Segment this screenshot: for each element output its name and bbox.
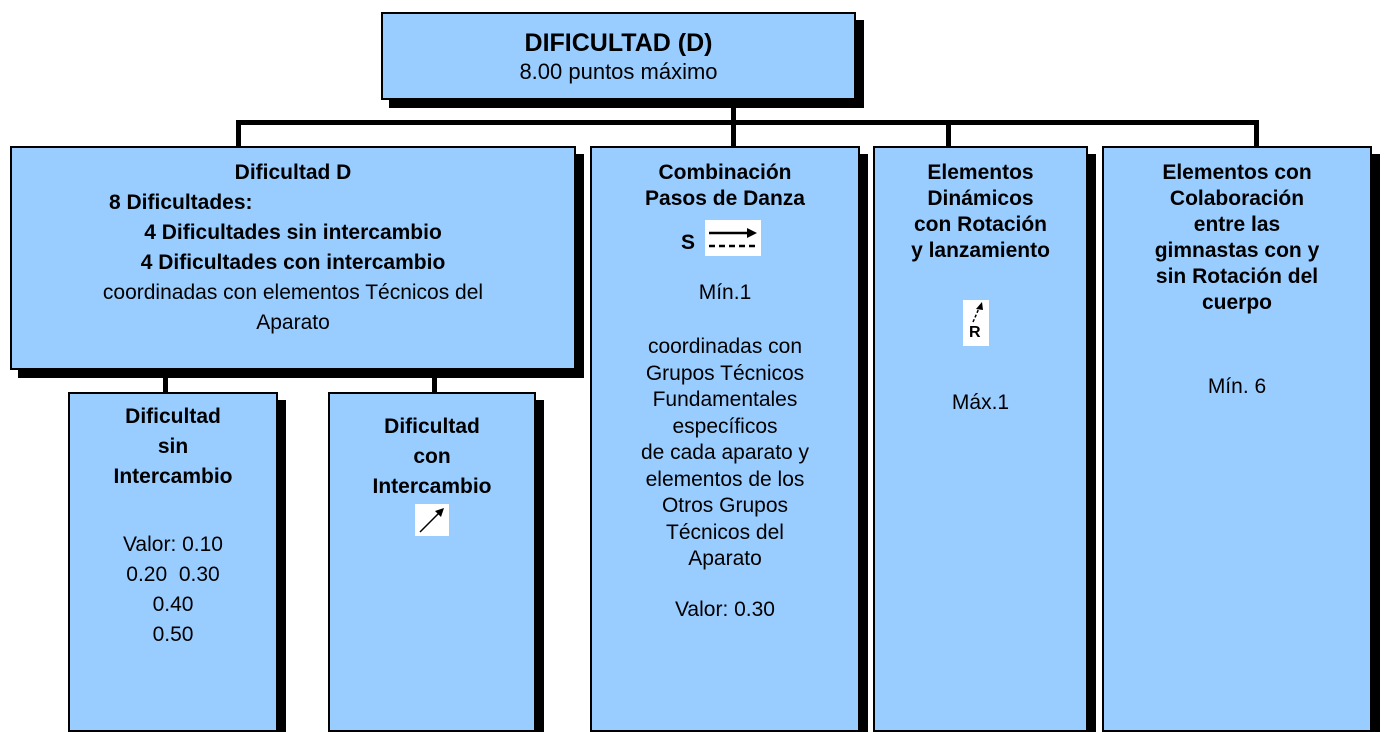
dificultad-d-sin: 4 Dificultades sin intercambio bbox=[144, 221, 442, 244]
dinamicos-title-2: Dinámicos bbox=[927, 187, 1034, 210]
combinacion-body-line: Fundamentales bbox=[652, 388, 798, 411]
connector-sub-left bbox=[163, 372, 168, 392]
dance-steps-arrow-icon bbox=[705, 220, 761, 256]
connector-drop-4 bbox=[1254, 120, 1259, 146]
sin-title-2: sin bbox=[157, 435, 189, 458]
dificultad-d-con: 4 Dificultades con intercambio bbox=[140, 251, 446, 274]
dificultad-d-coordinadas: coordinadas con elementos Técnicos del bbox=[102, 281, 484, 304]
sin-value-2: 0.20 0.30 bbox=[126, 563, 220, 586]
connector-horizontal bbox=[236, 120, 1259, 125]
combinacion-valor: Valor: 0.30 bbox=[674, 597, 775, 621]
combinacion-title-1: Combinación bbox=[658, 161, 792, 184]
colaboracion-title-4: gimnastas con y bbox=[1154, 239, 1320, 262]
root-title: DIFICULTAD (D) bbox=[524, 29, 713, 57]
colaboracion-title-3: entre las bbox=[1193, 213, 1281, 236]
colaboracion-title-2: Colaboración bbox=[1169, 187, 1305, 210]
diagonal-arrow-icon bbox=[415, 504, 449, 536]
connector-drop-3 bbox=[946, 120, 951, 146]
con-title-1: Dificultad bbox=[384, 415, 480, 438]
sin-value-1: Valor: 0.10 bbox=[122, 533, 223, 556]
symbol-letter: S bbox=[681, 231, 696, 254]
rotation-throw-symbol: R bbox=[875, 300, 1086, 352]
combinacion-body-line: Otros Grupos bbox=[661, 494, 789, 517]
dinamicos-title-3: con Rotación bbox=[913, 213, 1047, 236]
sin-value-3: 0.40 bbox=[152, 593, 194, 616]
dinamicos-title-4: y lanzamiento bbox=[911, 239, 1050, 262]
colaboracion-box: Elementos con Colaboración entre las gim… bbox=[1102, 146, 1372, 732]
dificultad-d-title: Dificultad D bbox=[234, 161, 352, 184]
connector-drop-1 bbox=[236, 120, 241, 146]
dinamicos-title-1: Elementos bbox=[927, 161, 1034, 184]
connector-drop-2 bbox=[731, 120, 736, 146]
combinacion-body: coordinadas con Grupos Técnicos Fundamen… bbox=[592, 334, 858, 573]
sin-title-1: Dificultad bbox=[125, 405, 221, 428]
dificultad-d-count: 8 Dificultades: bbox=[109, 191, 253, 214]
combinacion-body-line: Técnicos del bbox=[666, 520, 784, 544]
combinacion-min: Mín.1 bbox=[698, 281, 752, 304]
con-title-2: con bbox=[413, 445, 451, 468]
rotation-letter: R bbox=[969, 324, 981, 341]
con-title-3: Intercambio bbox=[372, 475, 492, 498]
sin-value-4: 0.50 bbox=[152, 623, 194, 646]
combinacion-body-line: elementos de los bbox=[645, 467, 805, 491]
colaboracion-min: Mín. 6 bbox=[1207, 375, 1267, 398]
connector-sub-right bbox=[432, 372, 437, 392]
colaboracion-title-1: Elementos con bbox=[1162, 161, 1312, 184]
dinamicos-max: Máx.1 bbox=[951, 391, 1010, 414]
combinacion-box: Combinación Pasos de Danza S Mín.1 coord… bbox=[590, 146, 860, 732]
root-subtitle: 8.00 puntos máximo bbox=[519, 59, 718, 84]
sin-title-3: Intercambio bbox=[113, 465, 233, 488]
dinamicos-box: Elementos Dinámicos con Rotación y lanza… bbox=[873, 146, 1088, 732]
dificultad-d-aparato: Aparato bbox=[256, 311, 330, 334]
dance-steps-symbol: S bbox=[592, 216, 858, 262]
colaboracion-title-5: sin Rotación del bbox=[1155, 265, 1319, 288]
combinacion-body-line: coordinadas con bbox=[647, 335, 803, 358]
combinacion-body-line: Aparato bbox=[688, 547, 762, 570]
combinacion-body-line: de cada aparato y bbox=[640, 441, 810, 464]
dificultad-d-box: Dificultad D 8 Dificultades: 4 Dificulta… bbox=[10, 146, 576, 370]
colaboracion-title-6: cuerpo bbox=[1201, 291, 1272, 314]
combinacion-title-2: Pasos de Danza bbox=[645, 187, 805, 210]
dificultad-root-box: DIFICULTAD (D) 8.00 puntos máximo bbox=[381, 12, 856, 100]
con-intercambio-box: Dificultad con Intercambio bbox=[328, 392, 536, 732]
sin-intercambio-box: Dificultad sin Intercambio Valor: 0.10 0… bbox=[68, 392, 278, 732]
rotation-throw-icon: R bbox=[963, 300, 989, 346]
combinacion-body-line: Grupos Técnicos bbox=[645, 361, 805, 385]
combinacion-body-line: específicos bbox=[672, 414, 778, 438]
connector-top-vertical bbox=[731, 102, 736, 122]
